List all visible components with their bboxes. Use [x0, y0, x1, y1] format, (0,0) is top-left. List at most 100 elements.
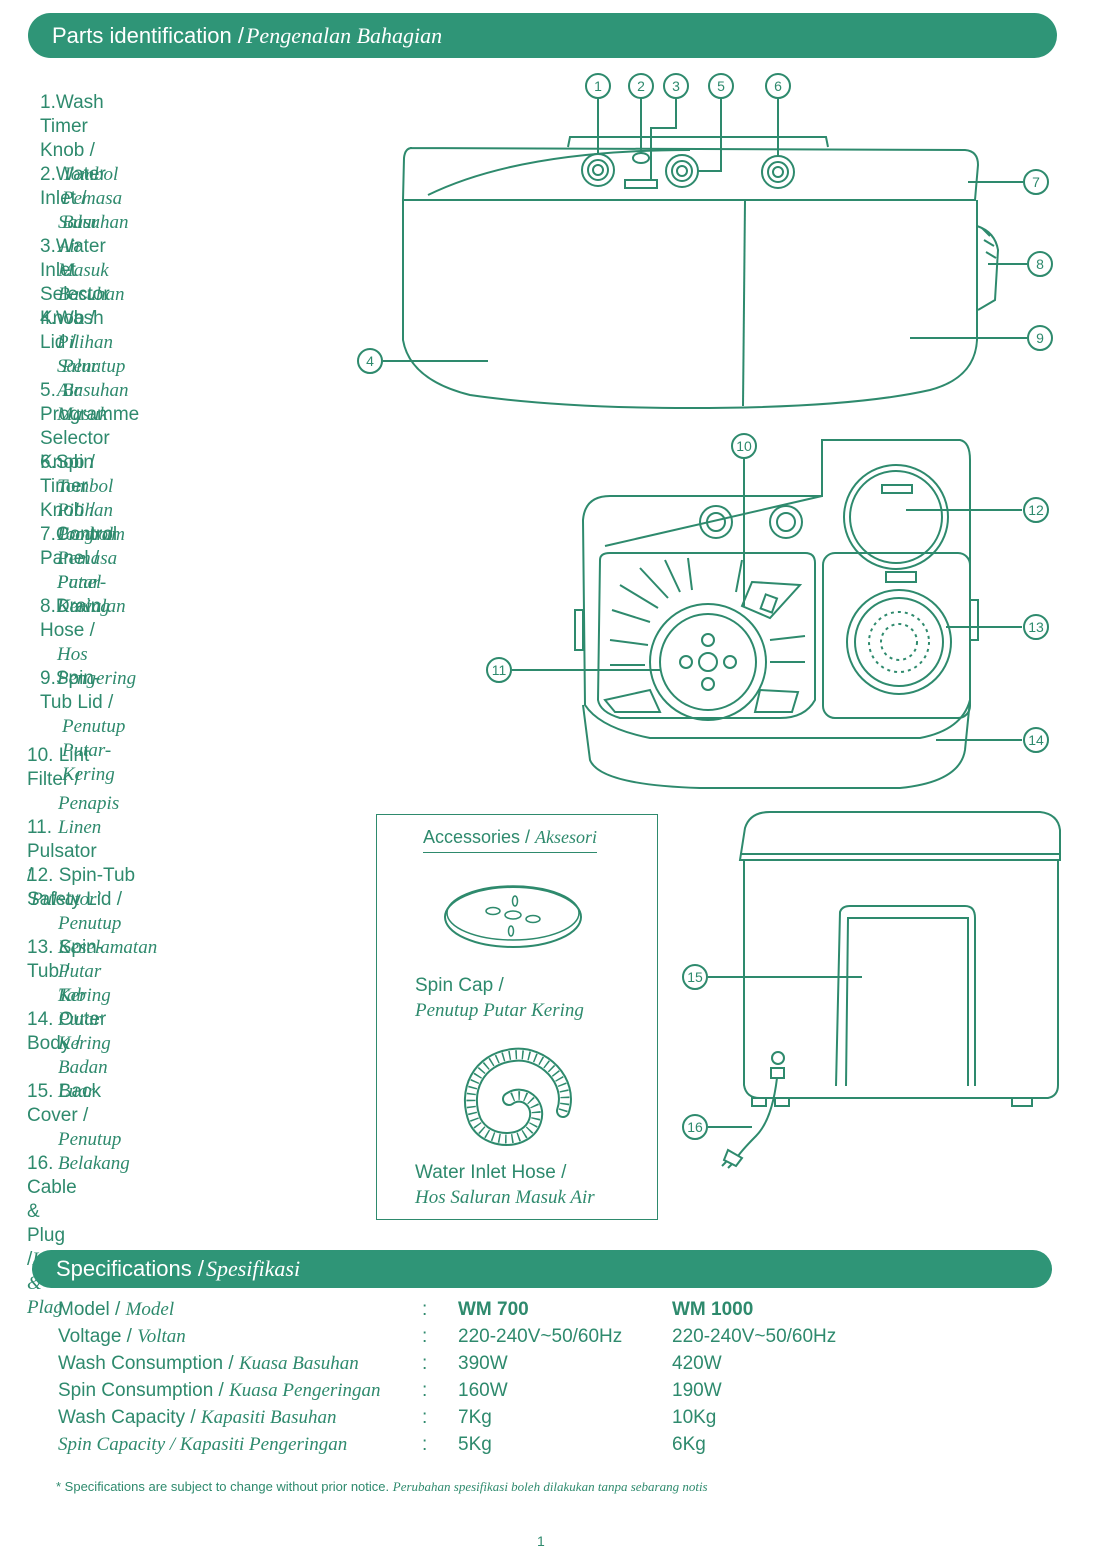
- part-name-ms: Panel Kawalan: [57, 572, 126, 617]
- part-number: 1.: [40, 92, 56, 113]
- spec-label-en: Spin Capacity /: [58, 1434, 180, 1455]
- spec-label-en: Voltage /: [58, 1326, 138, 1347]
- part-number: 10.: [27, 745, 54, 766]
- part-item: 11. Pulsator / 'Pulsator': [27, 816, 101, 912]
- part-name-ms: Penutup Keselamatan Putar Kering: [58, 913, 158, 1006]
- spec-label: Model / Model: [58, 1296, 174, 1323]
- part-number: 11.: [27, 817, 53, 838]
- back-view-drawing: [708, 811, 1061, 1169]
- part-name-en: Control Panel /: [40, 524, 118, 569]
- spec-value-wm700: 7Kg: [458, 1407, 492, 1428]
- note-ms: Perubahan spesifikasi boleh dilakukan ta…: [392, 1479, 708, 1494]
- accessories-title: Accessories / Aksesori: [423, 827, 598, 853]
- accessory-name-en: Water Inlet Hose /: [415, 1162, 567, 1183]
- part-item: 5. Programme Selector Knob /Tombol Piliha…: [40, 379, 139, 547]
- part-number: 14.: [27, 1009, 54, 1030]
- part-name-ms: Tombol Pemasa Putar-Kering: [57, 524, 118, 617]
- part-name-ms: Tombol Pemasa Basuhan: [62, 164, 129, 233]
- part-name-en: Water Inlet Selector Knob /: [40, 236, 110, 329]
- spec-label: Spin Capacity / Kapasiti Pengeringan: [58, 1431, 347, 1458]
- part-name-ms: Badan Luar: [58, 1057, 108, 1102]
- spec-label-ms: Kapasiti Pengeringan: [179, 1434, 348, 1455]
- part-item: 1.Wash Timer Knob /Tombol Pemasa Basuhan: [40, 91, 129, 235]
- part-name-ms: Tombol Pilihan Program: [57, 476, 125, 545]
- part-number: 13.: [27, 937, 54, 958]
- callout-1: 1: [594, 78, 602, 94]
- part-name-ms: Tab Putar Kering: [58, 985, 111, 1054]
- spec-banner-ms: Spesifikasi: [205, 1256, 301, 1281]
- part-item: 16. Cable & Plug /Kabel & Plag: [27, 1152, 78, 1320]
- spec-value-wm700: 390W: [458, 1353, 508, 1374]
- callout-4: 4: [366, 353, 374, 369]
- accessories-title-ms: Aksesori: [535, 827, 598, 847]
- spec-value-wm700: WM 700: [458, 1299, 529, 1320]
- front-view-drawing: [383, 98, 1027, 410]
- accessory-name-en: Spin Cap /: [415, 975, 504, 996]
- callout-15: 15: [687, 969, 703, 985]
- spec-colon: :: [422, 1407, 428, 1428]
- part-item: 15. Back Cover /Penutup Belakang: [27, 1080, 130, 1176]
- spec-label-ms: Model: [125, 1299, 175, 1320]
- specifications-banner: Specifications / Spesifikasi: [32, 1250, 1052, 1288]
- spin-cap-icon: [444, 885, 582, 948]
- callout-11: 11: [492, 662, 507, 678]
- water-inlet-hose-icon: [464, 1047, 572, 1146]
- spec-label: Spin Consumption / Kuasa Pengeringan: [58, 1377, 381, 1404]
- part-item: 2.Water Inlet /Salur Air Masuk Basuhan: [40, 163, 125, 307]
- spec-value-wm700: 160W: [458, 1380, 508, 1401]
- callout-6: 6: [774, 78, 782, 94]
- part-name-ms: 'Pulsator': [27, 889, 101, 910]
- part-number: 4.: [40, 308, 56, 329]
- part-number: 5.: [40, 380, 56, 401]
- spec-label: Wash Consumption / Kuasa Basuhan: [58, 1350, 359, 1377]
- part-item: 12. Spin-Tub Safety Lid /Penutup Keselam…: [27, 864, 157, 1008]
- part-number: 15.: [27, 1081, 54, 1102]
- callout-markers: 1 2 3 4 5 6 7 8 9 10 11 12 13 14 15 16: [357, 73, 1053, 1140]
- spec-row-spin-consumption: Spin Consumption / Kuasa Pengeringan: 160…: [58, 1377, 1058, 1404]
- part-item: 10. Lint Filter /Penapis Linen: [27, 744, 119, 840]
- spec-value-wm1000: 10Kg: [672, 1407, 717, 1428]
- part-item: 13. Spin-Tub /Tab Putar Kering: [27, 936, 111, 1056]
- callout-9: 9: [1036, 330, 1044, 346]
- callout-13: 13: [1028, 619, 1044, 635]
- part-name-ms: Penutup Putar-Kering: [62, 716, 126, 785]
- spec-label-ms: Kapasiti Basuhan: [200, 1407, 337, 1428]
- part-item: 6.Spin Timer Knob /Tombol Pemasa Putar-K…: [40, 451, 117, 619]
- parts-banner-en: Parts identification /: [52, 22, 244, 48]
- part-name-en: Cable & Plug /: [27, 1177, 77, 1270]
- note-en: * Specifications are subject to change w…: [56, 1479, 393, 1494]
- specification-note: * Specifications are subject to change w…: [56, 1479, 708, 1495]
- part-name-en: Spin-Tub /: [27, 937, 104, 982]
- callout-16: 16: [687, 1119, 703, 1135]
- spec-colon: :: [422, 1380, 428, 1401]
- callout-3: 3: [672, 78, 680, 94]
- spec-label-ms: Kuasa Pengeringan: [229, 1380, 381, 1401]
- spec-label-ms: Voltan: [137, 1326, 186, 1347]
- part-name-en: Water Inlet /: [40, 164, 106, 209]
- part-name-ms: Hos Pengering: [57, 644, 137, 689]
- part-name-en: Spin-Tub Lid /: [40, 668, 114, 713]
- part-number: 2.: [40, 164, 56, 185]
- part-name-en: Programme Selector Knob /: [40, 404, 140, 473]
- spec-colon: :: [422, 1434, 428, 1455]
- part-name-en: Back Cover /: [27, 1081, 101, 1126]
- callout-5: 5: [717, 78, 725, 94]
- part-name-ms: Penutup Belakang: [58, 1129, 130, 1174]
- part-name-ms: Salur Air Masuk Basuhan: [58, 212, 125, 305]
- callout-10: 10: [736, 438, 752, 454]
- part-name-ms: Penutup Basuhan: [62, 356, 129, 401]
- part-name-en: Wash Lid /: [40, 308, 104, 353]
- spec-colon: :: [422, 1353, 428, 1374]
- part-item: 3.Water Inlet Selector Knob /Pilihan Sal…: [40, 235, 113, 427]
- part-name-en: Lint Filter /: [27, 745, 90, 790]
- spec-label-en: Spin Consumption /: [58, 1380, 230, 1401]
- callout-7: 7: [1032, 174, 1040, 190]
- spec-label: Wash Capacity / Kapasiti Basuhan: [58, 1404, 337, 1431]
- accessory-water-inlet-hose: Water Inlet Hose /Hos Saluran Masuk Air: [415, 1160, 595, 1210]
- parts-identification-banner: Parts identification / Pengenalan Bahagi…: [28, 13, 1057, 58]
- spec-label-en: Model /: [58, 1299, 126, 1320]
- spec-label-en: Wash Capacity /: [58, 1407, 201, 1428]
